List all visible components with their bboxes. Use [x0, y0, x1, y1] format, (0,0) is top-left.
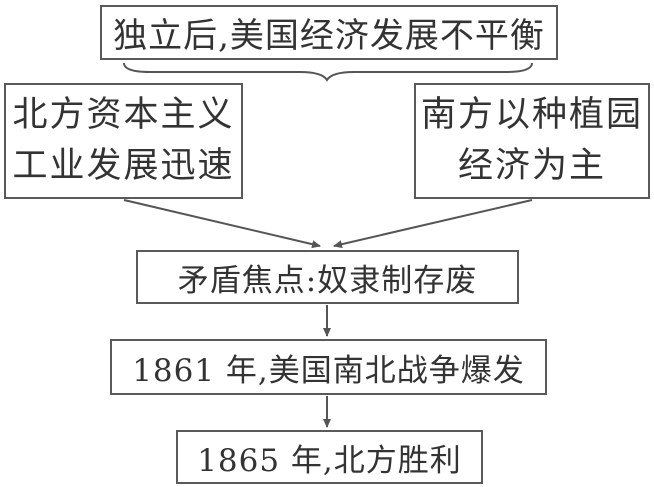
conflict-focus-box: 矛盾焦点:奴隶制存废 — [136, 250, 519, 304]
north-economy-box: 北方资本主义 工业发展迅速 — [4, 83, 243, 199]
conflict-focus-text: 矛盾焦点:奴隶制存废 — [177, 262, 478, 299]
civil-war-outbreak-box: 1861 年,美国南北战争爆发 — [110, 339, 547, 395]
civil-war-outbreak-text: 1861 年,美国南北战争爆发 — [132, 352, 525, 389]
north-victory-text: 1865 年,北方胜利 — [197, 442, 462, 479]
south-economy-line-2: 经济为主 — [457, 146, 606, 186]
north-victory-box: 1865 年,北方胜利 — [176, 430, 483, 484]
south-economy-box: 南方以种植园 经济为主 — [414, 83, 650, 199]
arrow-north-to-conflict — [123, 199, 321, 249]
arrow-south-to-conflict — [333, 199, 533, 249]
post-independence-box: 独立后,美国经济发展不平衡 — [100, 5, 558, 60]
brace — [123, 62, 533, 82]
post-independence-text: 独立后,美国经济发展不平衡 — [113, 16, 545, 56]
north-economy-line-2: 工业发展迅速 — [12, 146, 235, 186]
north-economy-line-1: 北方资本主义 — [12, 95, 235, 135]
south-economy-line-1: 南方以种植园 — [420, 95, 643, 135]
